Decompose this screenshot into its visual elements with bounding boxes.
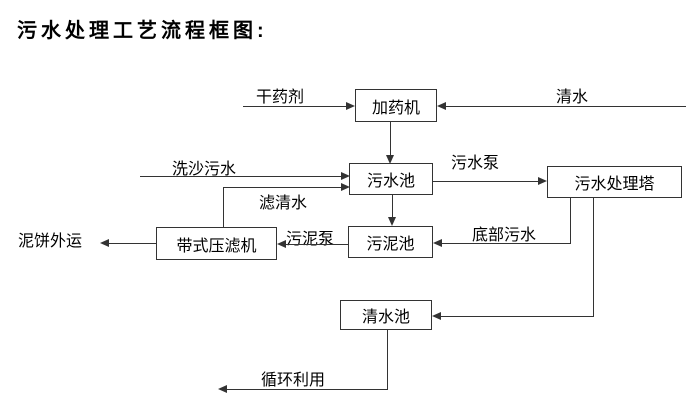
edge-recycle-arrow-icon (218, 385, 227, 393)
edge-sewage-to-sludge-line (392, 195, 393, 219)
edge-dosing-to-sewage-arrow-icon (386, 155, 394, 164)
edge-sand-washing-arrow-icon (341, 172, 350, 180)
edge-mud-cake-arrow-icon (100, 239, 109, 247)
edge-filtered-water-hline (223, 187, 342, 188)
edge-sewage-pump-arrow-icon (538, 177, 547, 185)
edge-bottom-sewage-vline (570, 198, 571, 244)
label-mud-cake-out: 泥饼外运 (18, 233, 83, 250)
edge-tower-to-clean-hline (440, 316, 594, 317)
edge-bottom-sewage-hline (441, 243, 571, 244)
label-sludge-pump: 污泥泵 (286, 231, 335, 248)
label-sewage-pump: 污水泵 (451, 155, 500, 172)
edge-recycle-hline (226, 389, 388, 390)
node-clean-water-pool: 清水池 (340, 300, 432, 330)
edge-mud-cake-line (108, 243, 156, 244)
edge-dosing-to-sewage-line (390, 122, 391, 157)
edge-tower-to-clean-vline (593, 198, 594, 317)
label-dry-agent: 干药剂 (256, 89, 305, 106)
edge-clean-water-line (444, 106, 686, 107)
edge-sewage-to-sludge-arrow-icon (388, 217, 396, 226)
label-clean-water: 清水 (556, 89, 589, 106)
label-filtered-water: 滤清水 (259, 195, 308, 212)
node-sewage-pool: 污水池 (349, 163, 433, 195)
label-bottom-sewage: 底部污水 (472, 227, 537, 244)
edge-clean-water-arrow-icon (437, 102, 446, 110)
label-recycle: 循环利用 (261, 372, 326, 389)
label-sand-washing-sewage: 洗沙污水 (172, 161, 237, 178)
edge-sewage-pump-line (433, 181, 539, 182)
edge-recycle-vline (387, 330, 388, 390)
page-title: 污水处理工艺流程框图: (17, 20, 268, 42)
node-dosing-machine: 加药机 (355, 89, 437, 122)
node-belt-filter-press: 带式压滤机 (156, 227, 277, 260)
edge-sludge-pump-line (285, 244, 348, 245)
edge-filtered-water-arrow-icon (341, 183, 350, 191)
edge-sludge-pump-arrow-icon (277, 240, 286, 248)
edge-dry-agent-line (243, 106, 347, 107)
edge-filtered-water-vline (223, 187, 224, 227)
node-treatment-tower: 污水处理塔 (547, 166, 682, 198)
edge-bottom-sewage-arrow-icon (433, 239, 442, 247)
edge-sand-washing-line (140, 176, 343, 177)
edge-dry-agent-arrow-icon (346, 102, 355, 110)
edge-tower-to-clean-arrow-icon (432, 312, 441, 320)
node-sludge-pool: 污泥池 (348, 226, 433, 258)
